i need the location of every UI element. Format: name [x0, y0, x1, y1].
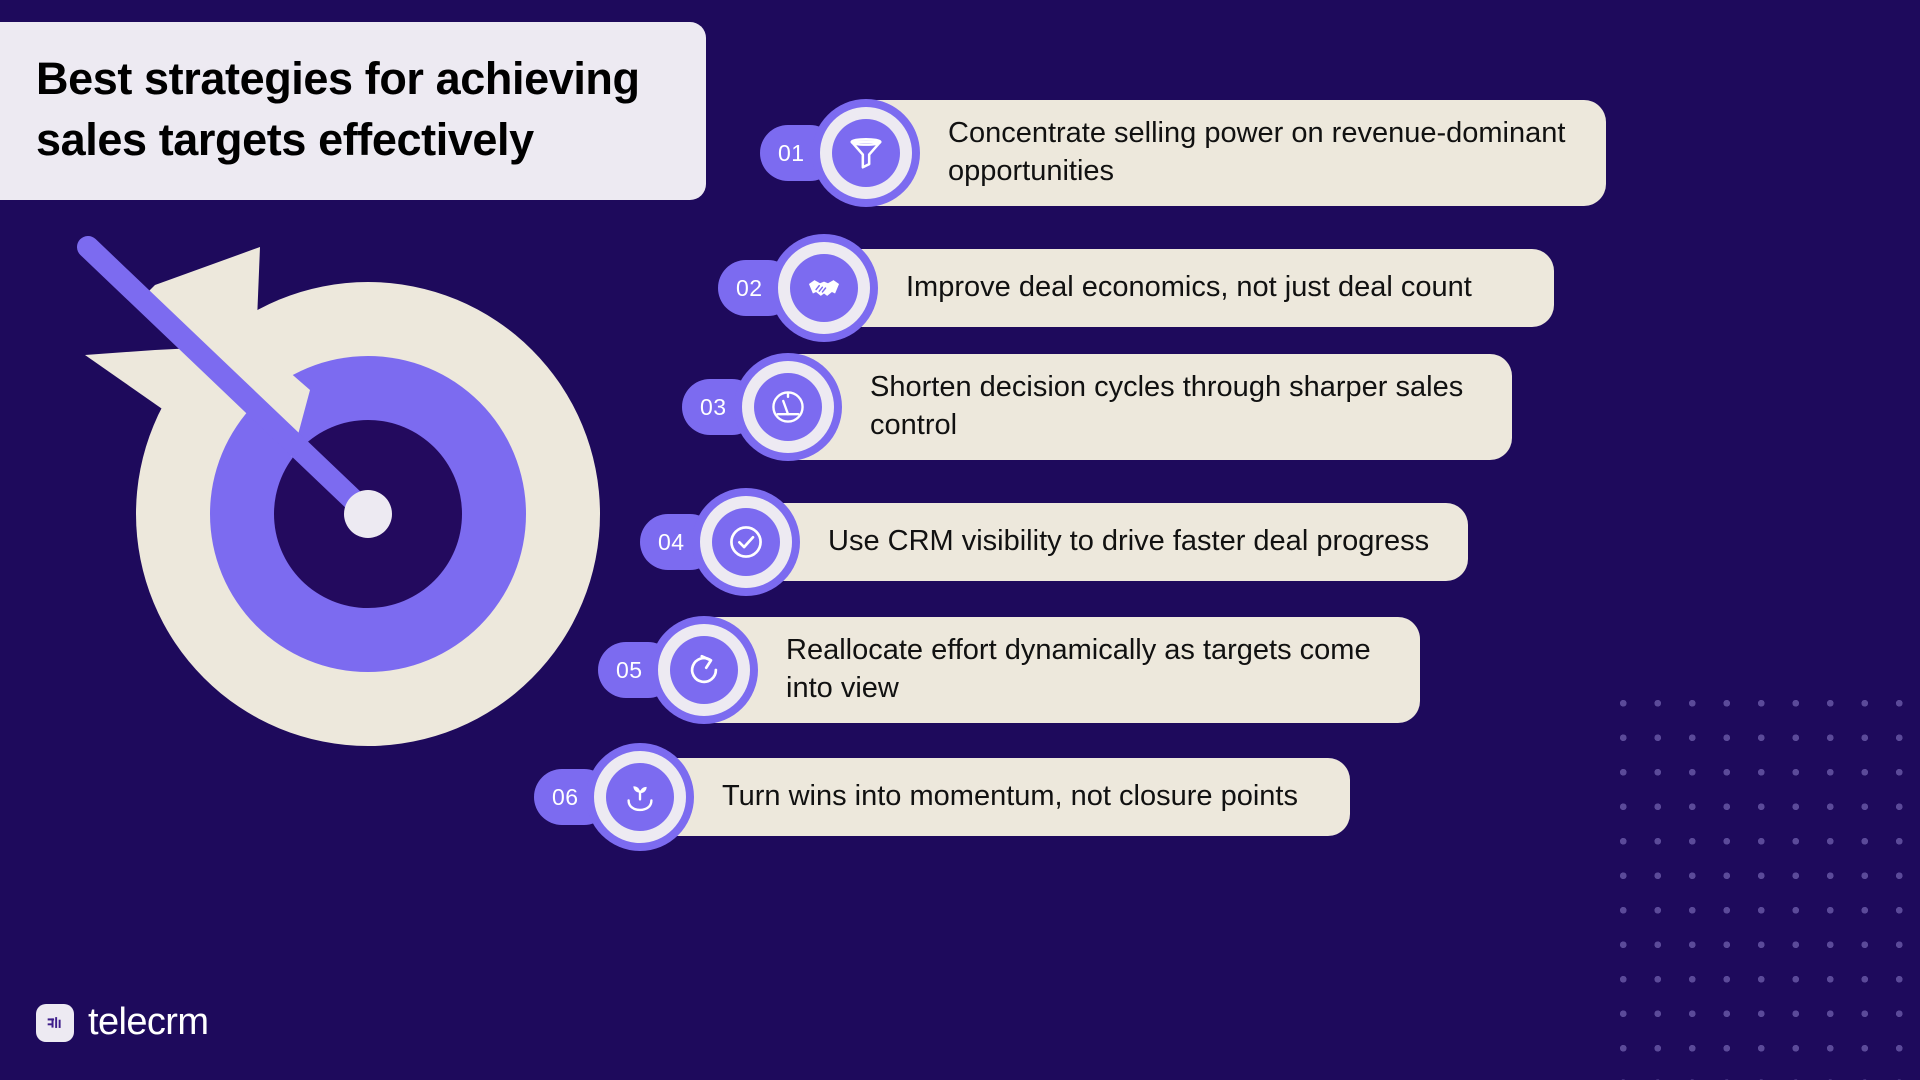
brand-logo[interactable]: telecrm [36, 1001, 209, 1044]
target-center-dot [344, 490, 392, 538]
strategy-text-card-6: Turn wins into momentum, not closure poi… [640, 758, 1350, 836]
icon-core-3 [754, 373, 822, 441]
strategy-icon-disc-4 [692, 488, 800, 596]
strategy-icon-disc-2 [770, 234, 878, 342]
target-illustration [60, 225, 660, 845]
icon-core-5 [670, 636, 738, 704]
icon-core-1 [832, 119, 900, 187]
strategy-text-6: Turn wins into momentum, not closure poi… [722, 779, 1298, 812]
check-circle-icon [730, 526, 762, 558]
strategy-text-2: Improve deal economics, not just deal co… [906, 270, 1472, 303]
telecrm-mark-icon [36, 1003, 74, 1042]
arrow-shaft [77, 236, 379, 525]
strategy-text-card-3: Shorten decision cycles through sharper … [788, 353, 1512, 461]
strategy-icon-disc-6 [586, 743, 694, 851]
decorative-dot-grid [1600, 680, 1920, 1080]
strategy-item-4[interactable]: 04 Use CRM visibility to drive faster de… [640, 488, 1468, 596]
strategy-text-1: Concentrate selling power on revenue-dom… [948, 116, 1566, 187]
icon-ring-1 [820, 107, 912, 199]
strategy-icon-disc-5 [650, 616, 758, 724]
strategy-item-5[interactable]: 05 Reallocate effort dynamically as targ… [598, 616, 1420, 724]
strategy-number-6: 06 [552, 783, 579, 810]
strategy-text-card-1: Concentrate selling power on revenue-dom… [866, 99, 1606, 207]
strategy-item-6[interactable]: 06 Turn wins into momentum, not closure … [534, 743, 1350, 851]
page-title-line-1: Best strategies for achieving [36, 53, 640, 104]
icon-core-2 [790, 254, 858, 322]
strategy-number-4: 04 [658, 528, 685, 555]
strategy-text-3: Shorten decision cycles through sharper … [870, 370, 1464, 441]
strategy-number-1: 01 [778, 139, 805, 166]
icon-core-6 [606, 763, 674, 831]
handshake-icon [808, 280, 840, 296]
refresh-rotate-icon [690, 654, 718, 684]
icon-ring-5 [658, 624, 750, 716]
page-title: Best strategies for achieving sales targ… [36, 48, 666, 170]
strategy-text-4: Use CRM visibility to drive faster deal … [828, 524, 1430, 557]
strategy-number-2: 02 [736, 274, 763, 301]
strategy-icon-disc-3 [734, 353, 842, 461]
icon-ring-3 [742, 361, 834, 453]
icon-ring-6 [594, 751, 686, 843]
icon-ring-2 [778, 242, 870, 334]
speedometer-icon [772, 391, 804, 423]
strategy-text-card-2: Improve deal economics, not just deal co… [824, 249, 1554, 327]
strategy-item-3[interactable]: 03 Shorten decision cycles through sharp… [682, 353, 1512, 461]
strategy-item-2[interactable]: 02 Improve deal economics, not just deal… [718, 234, 1554, 342]
logo-wordmark: telecrm [88, 1001, 209, 1043]
icon-ring-4 [700, 496, 792, 588]
arrow-fletching-tip [250, 343, 310, 457]
strategy-number-5: 05 [616, 656, 643, 683]
funnel-icon [850, 137, 882, 169]
sprout-in-hand-icon [627, 786, 653, 812]
strategy-text-card-5: Reallocate effort dynamically as targets… [704, 616, 1420, 724]
title-card: Best strategies for achieving sales targ… [0, 22, 706, 201]
strategy-text-card-4: Use CRM visibility to drive faster deal … [746, 503, 1468, 581]
strategy-icon-disc-1 [812, 99, 920, 207]
icon-core-4 [712, 508, 780, 576]
strategy-number-3: 03 [700, 393, 727, 420]
strategy-text-5: Reallocate effort dynamically as targets… [786, 633, 1371, 704]
strategy-item-1[interactable]: 01 Concentrate selling power on revenue-… [760, 99, 1606, 207]
page-title-line-2: sales targets effectively [36, 114, 534, 166]
